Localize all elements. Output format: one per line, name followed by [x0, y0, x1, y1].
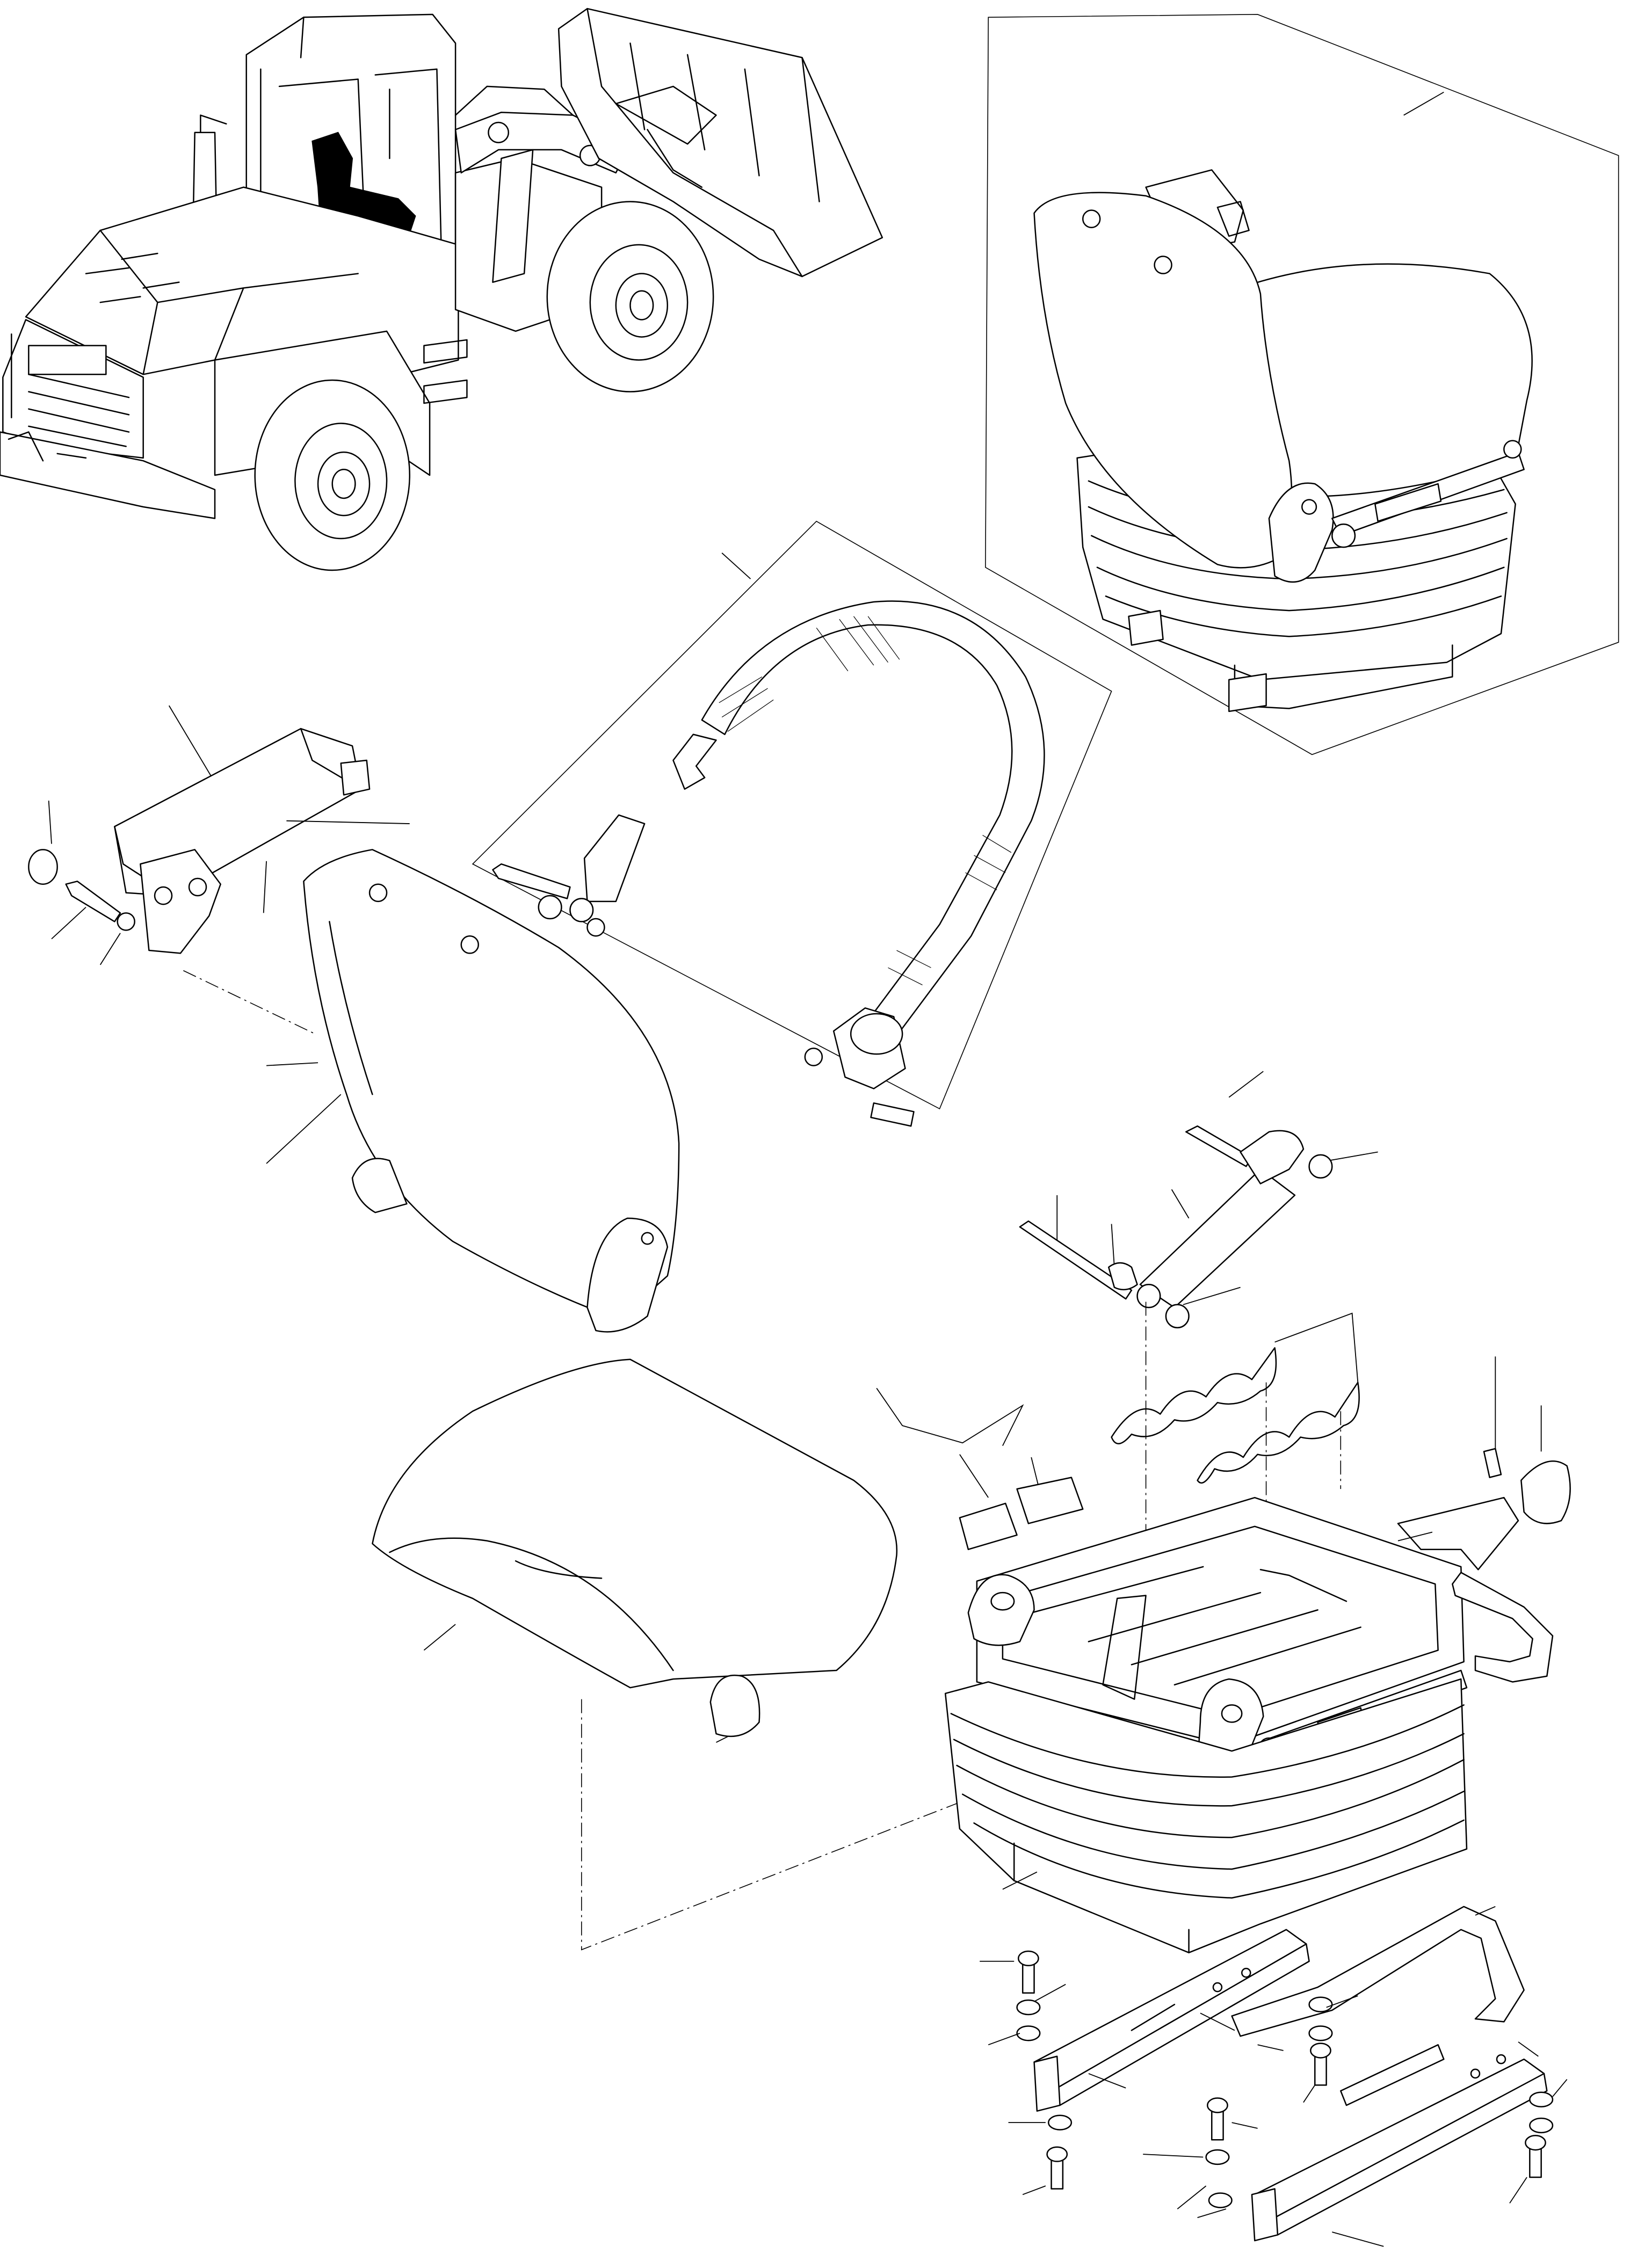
wheel-loader-icon: [0, 9, 882, 570]
seat-cushion-icon: [372, 1360, 1002, 1950]
backrest-cushion-icon: [183, 849, 679, 1332]
armrest-icon: [28, 706, 409, 965]
damper-icon: [1020, 1071, 1378, 1327]
seat-suspension-icon: [876, 1356, 1570, 1952]
operator-seat-icon: [986, 14, 1619, 754]
seat-belt-icon: [473, 521, 1111, 1126]
slide-rail-icon: [980, 1907, 1567, 2247]
coil-spring-icon: [1112, 1302, 1359, 1532]
